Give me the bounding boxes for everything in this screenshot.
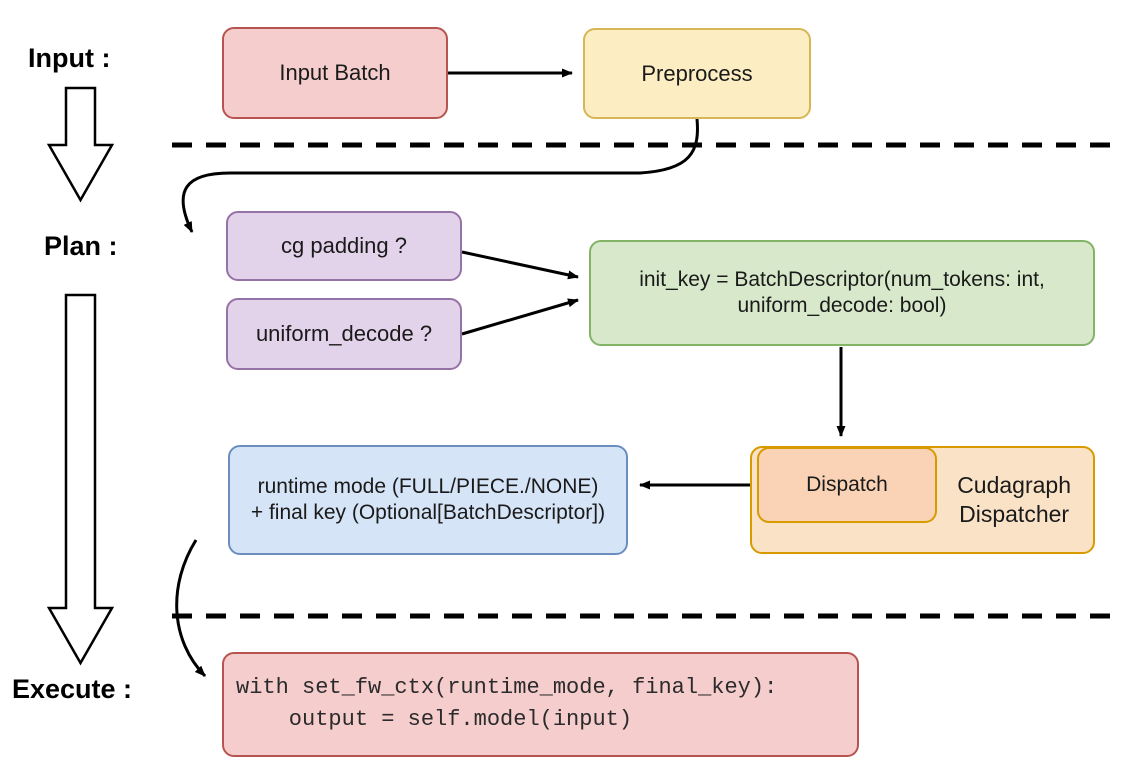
stage-label-execute: Execute : (12, 674, 133, 704)
node-init-key-batch-descriptor[interactable]: init_key = BatchDescriptor(num_tokens: i… (589, 240, 1095, 346)
node-dispatch[interactable]: Dispatch (757, 447, 937, 523)
node-code-block[interactable]: with set_fw_ctx(runtime_mode, final_key)… (222, 652, 859, 757)
node-input-batch[interactable]: Input Batch (222, 27, 448, 119)
edge-preprocess-to-cg-padding (181, 118, 699, 233)
node-uniform-decode[interactable]: uniform_decode ? (226, 298, 462, 370)
input-to-plan-arrow (46, 86, 115, 203)
node-cg-padding[interactable]: cg padding ? (226, 211, 462, 281)
code-block-text: with set_fw_ctx(runtime_mode, final_key)… (236, 675, 778, 732)
node-runtime-mode-final-key[interactable]: runtime mode (FULL/PIECE./NONE) + final … (228, 445, 628, 555)
stage-label-plan: Plan : (44, 231, 118, 261)
edge-runtime-mode-to-code-block (175, 539, 207, 678)
stage-label-input: Input : (28, 43, 111, 73)
edge-cg-padding-to-init-key (461, 250, 579, 280)
node-preprocess[interactable]: Preprocess (583, 28, 811, 119)
edge-uniform-decode-to-init-key (461, 298, 579, 336)
plan-to-execute-arrow (46, 293, 115, 666)
